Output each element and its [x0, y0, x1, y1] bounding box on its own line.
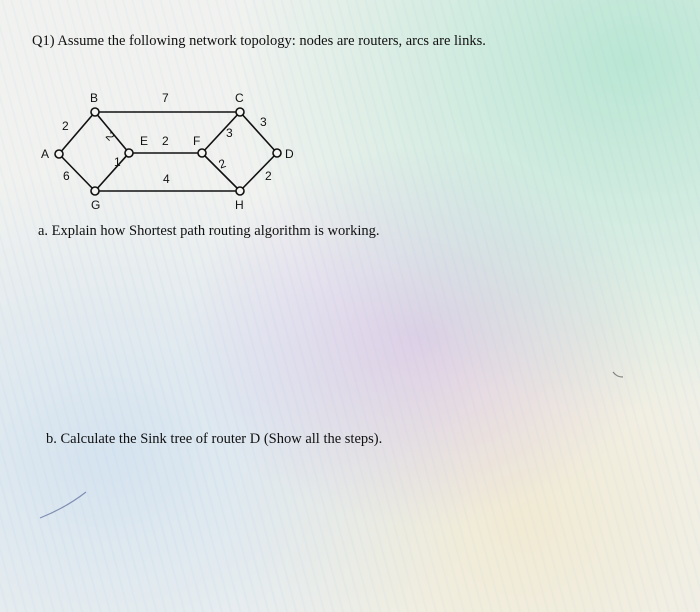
weight-G-H: 4	[163, 172, 170, 186]
weight-E-F: 2	[162, 134, 169, 148]
label-node-C: C	[235, 91, 244, 105]
router-G	[90, 186, 100, 196]
router-A	[54, 149, 64, 159]
link-F-C	[201, 111, 241, 154]
weight-D-H: 2	[265, 169, 272, 183]
router-D	[272, 148, 282, 158]
link-A-B	[58, 111, 96, 155]
link-B-E	[94, 111, 130, 154]
weight-B-C: 7	[162, 91, 169, 105]
weight-F-H: 2	[217, 156, 228, 172]
link-A-G	[58, 153, 96, 192]
link-F-H	[201, 152, 241, 192]
weight-E-G: 1	[114, 155, 121, 169]
router-H	[235, 186, 245, 196]
weight-C-D: 3	[260, 115, 267, 129]
router-B	[90, 107, 100, 117]
label-node-D: D	[285, 147, 294, 161]
weight-F-C: 3	[226, 126, 233, 140]
label-node-F: F	[193, 134, 200, 148]
label-node-E: E	[140, 134, 148, 148]
label-node-A: A	[41, 147, 49, 161]
link-C-D	[239, 111, 278, 154]
label-node-G: G	[91, 198, 100, 212]
label-node-H: H	[235, 198, 244, 212]
router-F	[197, 148, 207, 158]
weight-A-G: 6	[63, 169, 70, 183]
label-node-B: B	[90, 91, 98, 105]
question-part-b: b. Calculate the Sink tree of router D (…	[46, 431, 383, 447]
question-part-a: a. Explain how Shortest path routing alg…	[38, 223, 380, 239]
weight-A-B: 2	[62, 119, 69, 133]
router-E	[124, 148, 134, 158]
router-C	[235, 107, 245, 117]
pen-stroke-mark	[612, 371, 624, 378]
pen-stroke-mark	[39, 491, 87, 519]
question-title: Q1) Assume the following network topolog…	[32, 33, 486, 49]
link-D-H	[239, 152, 278, 192]
link-E-G	[94, 152, 130, 192]
